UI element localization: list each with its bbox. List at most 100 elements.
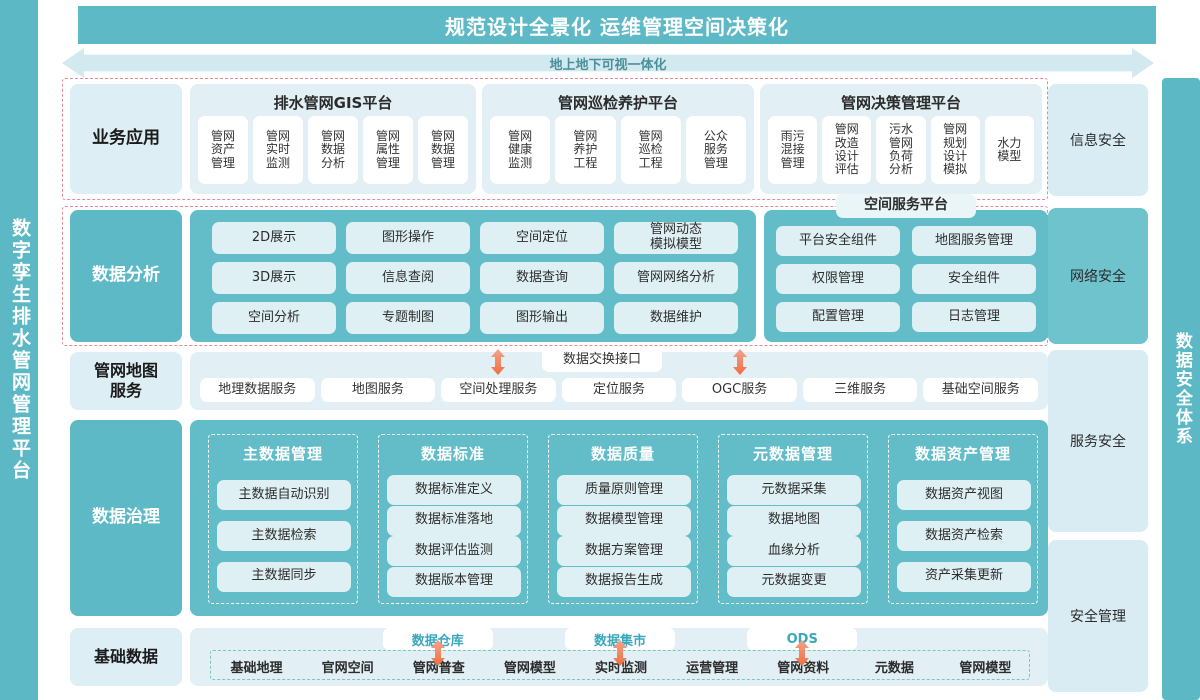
business-app-tile[interactable]: 管网属性管理 xyxy=(363,116,413,184)
security-tile-1[interactable]: 信息安全 xyxy=(1048,84,1148,196)
business-app-tile[interactable]: 管网养护工程 xyxy=(555,116,616,184)
business-app-tile[interactable]: 管网实时监测 xyxy=(253,116,303,184)
governance-group-title: 主数据管理 xyxy=(242,445,323,463)
business-app-tile[interactable]: 管网数据分析 xyxy=(308,116,358,184)
basic-data-item[interactable]: 运营管理 xyxy=(686,660,739,676)
security-tile-2[interactable]: 网络安全 xyxy=(1048,208,1148,344)
business-group-title: 管网决策管理平台 xyxy=(840,94,961,112)
governance-tile[interactable]: 数据方案管理 xyxy=(557,536,691,567)
governance-group-3: 数据质量质量原则管理数据模型管理数据方案管理数据报告生成 xyxy=(548,434,698,604)
governance-group-title: 元数据管理 xyxy=(752,445,833,463)
map-service-tile[interactable]: 空间处理服务 xyxy=(441,378,556,402)
governance-tile[interactable]: 数据报告生成 xyxy=(557,566,691,597)
business-app-tile[interactable]: 管网数据管理 xyxy=(418,116,468,184)
visual-integration-arrow-band: 地上地下可视一体化 xyxy=(62,48,1154,78)
business-app-tile[interactable]: 雨污混接管理 xyxy=(768,116,818,184)
business-row-dashed-outline xyxy=(62,78,1048,200)
row-label-governance: 数据治理 xyxy=(70,420,182,616)
business-group-2: 管网巡检养护平台管网健康监测管网养护工程管网巡检工程公众服务管理 xyxy=(482,84,754,194)
right-security-system-title: 数据安全体系 xyxy=(1171,332,1192,446)
row-label-business: 业务应用 xyxy=(70,84,182,194)
basic-data-item[interactable]: 管网模型 xyxy=(503,660,556,676)
banner-title: 规范设计全景化 运维管理空间决策化 xyxy=(445,14,789,39)
governance-tile[interactable]: 数据地图 xyxy=(727,505,861,536)
governance-tile[interactable]: 资产采集更新 xyxy=(897,561,1031,592)
spatial-platform-tile-left[interactable]: 权限管理 xyxy=(776,264,900,294)
analysis-tile[interactable]: 管网动态模拟模型 xyxy=(614,222,738,254)
basic-data-item[interactable]: 管网资料 xyxy=(777,660,830,676)
governance-tile[interactable]: 元数据变更 xyxy=(727,566,861,597)
data-exchange-interface[interactable]: 数据交换接口 xyxy=(542,348,662,372)
business-app-tile[interactable]: 管网改造设计评估 xyxy=(822,116,872,184)
governance-group-2: 数据标准数据标准定义数据标准落地数据评估监测数据版本管理 xyxy=(378,434,528,604)
spatial-platform-tile-right[interactable]: 地图服务管理 xyxy=(912,226,1036,256)
page-title-banner: 规范设计全景化 运维管理空间决策化 xyxy=(78,6,1156,44)
spatial-service-platform: 空间服务平台平台安全组件权限管理配置管理地图服务管理安全组件日志管理 xyxy=(764,194,1048,342)
business-app-tile[interactable]: 管网规划设计模拟 xyxy=(930,116,980,184)
basic-data-item[interactable]: 实时监测 xyxy=(594,660,647,676)
business-group-title: 排水管网GIS平台 xyxy=(273,94,393,112)
governance-group-title: 数据质量 xyxy=(590,445,655,463)
governance-tile[interactable]: 主数据自动识别 xyxy=(217,480,351,511)
business-group-3: 管网决策管理平台雨污混接管理管网改造设计评估污水管网负荷分析管网规划设计模拟水力… xyxy=(760,84,1042,194)
governance-group-1: 主数据管理主数据自动识别主数据检索主数据同步 xyxy=(208,434,358,604)
basic-data-item[interactable]: 管网模型 xyxy=(959,660,1012,676)
governance-tile[interactable]: 元数据采集 xyxy=(727,475,861,506)
basic-data-pill[interactable]: ODS xyxy=(747,628,858,650)
governance-tile[interactable]: 数据标准落地 xyxy=(387,505,521,536)
analysis-tile[interactable]: 2D展示 xyxy=(212,222,336,254)
governance-tile[interactable]: 血缘分析 xyxy=(727,536,861,567)
double-arrow-vertical-icon xyxy=(490,349,506,375)
analysis-tile[interactable]: 数据查询 xyxy=(480,262,604,294)
business-app-tile[interactable]: 管网巡检工程 xyxy=(620,116,681,184)
double-arrow-vertical-icon xyxy=(430,640,446,666)
basic-data-item[interactable]: 官网空间 xyxy=(321,660,374,676)
governance-tile[interactable]: 主数据同步 xyxy=(217,561,351,592)
security-tile-4[interactable]: 安全管理 xyxy=(1048,540,1148,692)
spatial-platform-tile-right[interactable]: 安全组件 xyxy=(912,264,1036,294)
governance-tile[interactable]: 主数据检索 xyxy=(217,521,351,551)
analysis-tile[interactable]: 图形操作 xyxy=(346,222,470,254)
analysis-tile[interactable]: 3D展示 xyxy=(212,262,336,294)
map-service-tile[interactable]: 三维服务 xyxy=(802,378,918,402)
basic-data-item[interactable]: 基础地理 xyxy=(230,660,283,676)
spatial-platform-tile-left[interactable]: 配置管理 xyxy=(776,302,900,332)
governance-tile[interactable]: 质量原则管理 xyxy=(557,475,691,506)
spatial-platform-tile-right[interactable]: 日志管理 xyxy=(912,302,1036,332)
governance-tile[interactable]: 数据标准定义 xyxy=(387,475,521,506)
analysis-tile[interactable]: 空间分析 xyxy=(212,302,336,334)
governance-tile[interactable]: 数据评估监测 xyxy=(387,536,521,567)
security-tile-3[interactable]: 服务安全 xyxy=(1048,350,1148,532)
business-app-tile[interactable]: 公众服务管理 xyxy=(685,116,746,184)
analysis-tile[interactable]: 专题制图 xyxy=(346,302,470,334)
analysis-tile[interactable]: 数据维护 xyxy=(614,302,738,334)
governance-tile[interactable]: 数据资产检索 xyxy=(897,521,1031,551)
basic-data-panel: 基础地理官网空间管网普查管网模型实时监测运营管理管网资料元数据管网模型数据仓库数… xyxy=(190,628,1048,686)
business-app-tile[interactable]: 污水管网负荷分析 xyxy=(876,116,926,184)
business-app-tile[interactable]: 管网健康监测 xyxy=(490,116,551,184)
analysis-tile[interactable]: 信息查阅 xyxy=(346,262,470,294)
analysis-tile[interactable]: 管网网络分析 xyxy=(614,262,738,294)
business-app-tile[interactable]: 水力模型 xyxy=(984,116,1034,184)
row-label-map-service: 管网地图服务 xyxy=(70,352,182,410)
basic-data-item[interactable]: 元数据 xyxy=(874,660,914,676)
left-platform-title: 数字孪生排水管网管理平台 xyxy=(8,218,31,482)
governance-tile[interactable]: 数据模型管理 xyxy=(557,505,691,536)
business-group-1: 排水管网GIS平台管网资产管理管网实时监测管网数据分析管网属性管理管网数据管理 xyxy=(190,84,476,194)
spatial-platform-tile-left[interactable]: 平台安全组件 xyxy=(776,226,900,256)
analysis-tile[interactable]: 空间定位 xyxy=(480,222,604,254)
basic-data-item[interactable]: 管网普查 xyxy=(412,660,465,676)
map-service-tile[interactable]: 地理数据服务 xyxy=(200,378,315,402)
map-service-tile[interactable]: 地图服务 xyxy=(320,378,436,402)
governance-tile[interactable]: 数据资产视图 xyxy=(897,480,1031,511)
governance-tile[interactable]: 数据版本管理 xyxy=(387,566,521,597)
map-service-tile[interactable]: OGC服务 xyxy=(682,378,797,402)
map-service-tile[interactable]: 定位服务 xyxy=(561,378,677,402)
governance-group-title: 数据资产管理 xyxy=(914,445,1011,463)
business-app-tile[interactable]: 管网资产管理 xyxy=(198,116,248,184)
double-arrow-vertical-icon xyxy=(794,640,810,666)
map-service-tile[interactable]: 基础空间服务 xyxy=(923,378,1038,402)
analysis-tile[interactable]: 图形输出 xyxy=(480,302,604,334)
